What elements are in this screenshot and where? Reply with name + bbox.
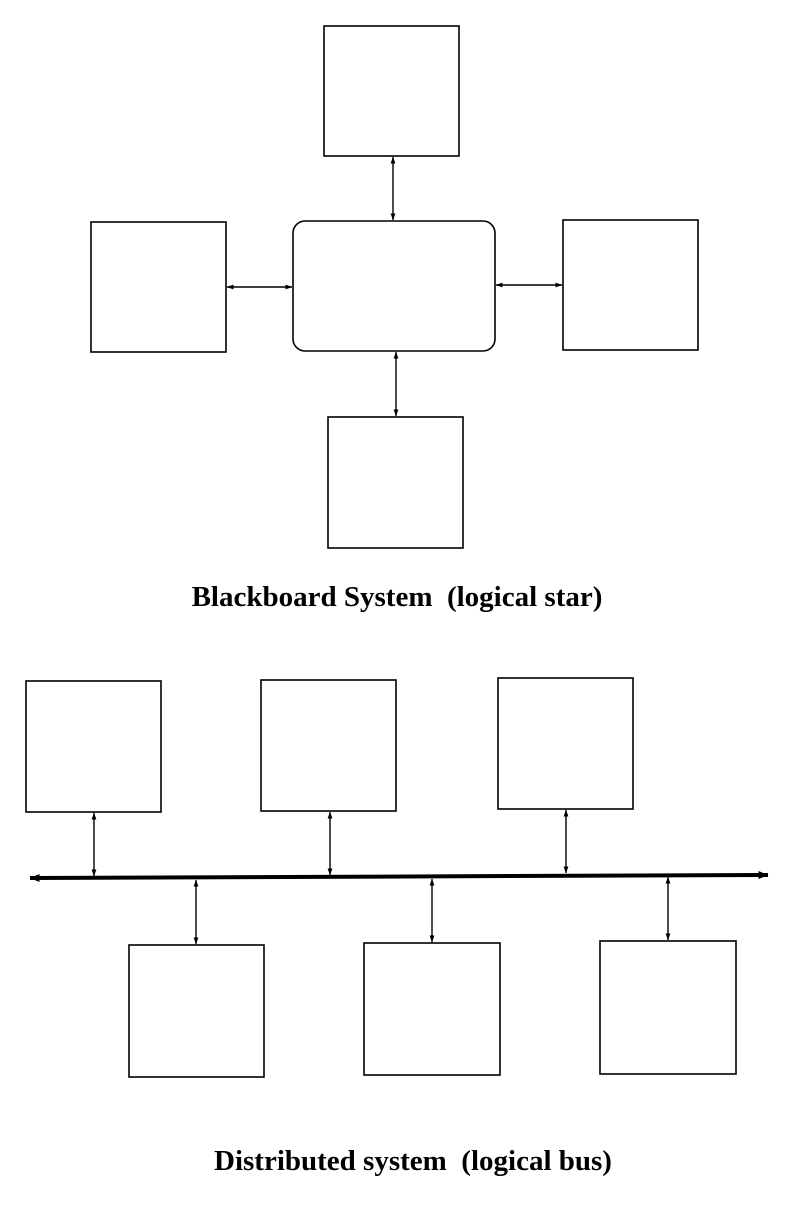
blackboard-bottom-node: [327, 416, 464, 549]
bus-node-top-2: [260, 679, 397, 812]
bus-node-top-1: [25, 680, 162, 813]
bus-node-top-3: [497, 677, 634, 810]
blackboard-system: Blackboard System (logical star): [90, 25, 699, 613]
blackboard-top-node: [323, 25, 460, 157]
blackboard-caption: Blackboard System (logical star): [192, 581, 603, 613]
bus-line: [29, 871, 769, 882]
bus-node-bottom-3: [599, 940, 737, 1075]
distributed-caption: Distributed system (logical bus): [214, 1145, 612, 1177]
distributed-system: Distributed system (logical bus): [25, 677, 769, 1177]
blackboard-left-node: [90, 221, 227, 353]
bus-node-bottom-2: [363, 942, 501, 1076]
blackboard-right-node: [562, 219, 699, 351]
blackboard-center-node: [292, 220, 496, 352]
bus-node-bottom-1: [128, 944, 265, 1078]
